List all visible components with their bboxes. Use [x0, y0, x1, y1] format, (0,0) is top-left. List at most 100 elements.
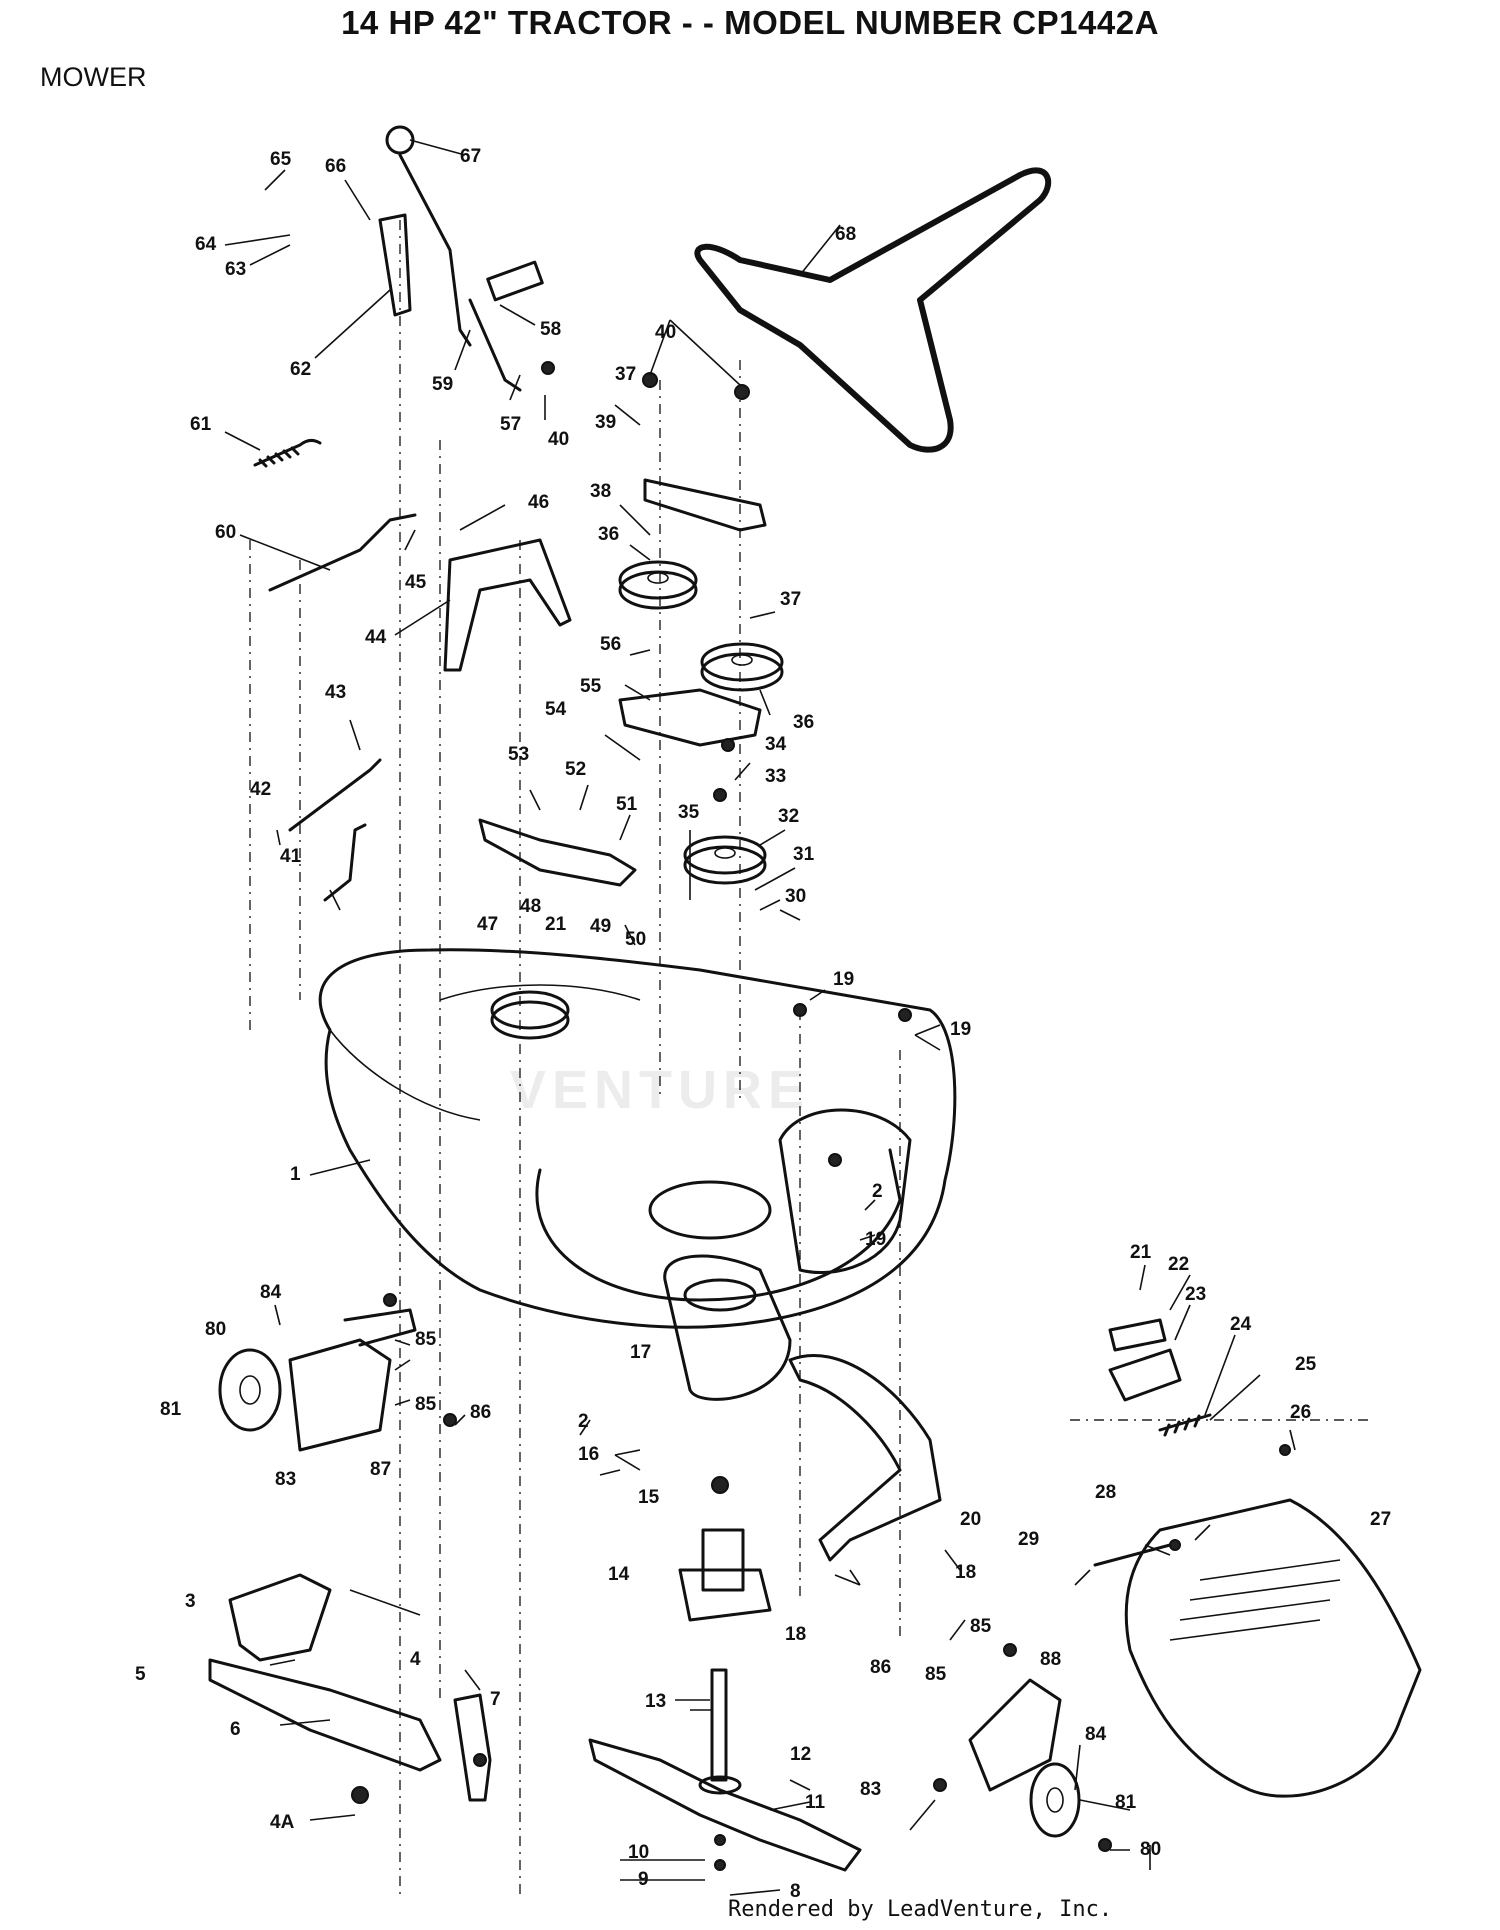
callout-52: 52	[565, 759, 586, 780]
callout-46: 46	[528, 492, 549, 513]
callout-27: 27	[1370, 1509, 1391, 1530]
callout-29: 29	[1018, 1529, 1039, 1550]
callout-81-right: 81	[1115, 1792, 1137, 1813]
callout-26: 26	[1290, 1402, 1311, 1423]
rod-43	[288, 758, 382, 832]
callout-84-right: 84	[1085, 1724, 1107, 1745]
callout-41: 41	[280, 846, 302, 867]
callout-45: 45	[405, 572, 427, 593]
callout-5: 5	[135, 1664, 146, 1685]
callout-36-upper: 36	[598, 524, 619, 545]
callout-3: 3	[185, 1591, 196, 1612]
callout-19-lower: 19	[865, 1229, 886, 1250]
callout-87: 87	[370, 1459, 391, 1480]
callout-66: 66	[325, 156, 346, 177]
callout-6: 6	[230, 1719, 241, 1740]
callout-59: 59	[432, 374, 453, 395]
callout-32: 32	[778, 806, 799, 827]
callout-85-right-mid: 85	[925, 1664, 947, 1685]
pulleys	[490, 560, 784, 1040]
callout-62: 62	[290, 359, 311, 380]
callout-35: 35	[678, 802, 700, 823]
callout-51: 51	[616, 794, 638, 815]
callout-7: 7	[490, 1689, 501, 1710]
callout-18-right: 18	[955, 1562, 976, 1583]
spring-61	[253, 438, 322, 468]
callout-58: 58	[540, 319, 561, 340]
callout-85-right-top: 85	[970, 1616, 992, 1637]
callout-16: 16	[578, 1444, 599, 1465]
render-credit: Rendered by LeadVenture, Inc.	[728, 1897, 1113, 1922]
leader-lines	[224, 139, 1296, 1896]
callout-80-left: 80	[205, 1319, 226, 1340]
callout-10: 10	[628, 1842, 649, 1863]
callout-19-upper: 19	[833, 969, 854, 990]
link-assembly	[208, 1573, 492, 1802]
page-title: 14 HP 42" TRACTOR - - MODEL NUMBER CP144…	[341, 4, 1159, 41]
callout-14: 14	[608, 1564, 630, 1585]
callout-22: 22	[1168, 1254, 1189, 1275]
callout-50: 50	[625, 929, 646, 950]
callout-48: 48	[520, 896, 541, 917]
callout-49: 49	[590, 916, 611, 937]
callout-23: 23	[1185, 1284, 1206, 1305]
callout-25: 25	[1295, 1354, 1317, 1375]
callout-31: 31	[793, 844, 815, 865]
idler-arm-55	[618, 688, 762, 747]
arm-53	[478, 818, 637, 887]
callout-88: 88	[1040, 1649, 1061, 1670]
callout-42: 42	[250, 779, 271, 800]
callout-60: 60	[215, 522, 236, 543]
callout-67: 67	[460, 146, 481, 167]
callout-2-lower: 2	[578, 1411, 589, 1432]
callout-11: 11	[805, 1792, 826, 1813]
callout-24: 24	[1230, 1314, 1252, 1335]
drive-belt	[694, 167, 1052, 453]
callout-43: 43	[325, 682, 346, 703]
callout-85-left-top: 85	[415, 1329, 437, 1350]
callout-37-mid: 37	[780, 589, 801, 610]
chute-bracket	[1108, 1318, 1212, 1437]
callout-21-chute: 21	[1130, 1242, 1152, 1263]
callout-20: 20	[960, 1509, 981, 1530]
callout-64: 64	[195, 234, 217, 255]
callout-57: 57	[500, 414, 521, 435]
callout-labels: 65 66 67 64 63 58 62 59 57 40 68 40 37 3…	[135, 146, 1391, 1902]
callout-44: 44	[365, 627, 387, 648]
gauge-wheel-right	[968, 1678, 1081, 1838]
callout-86-left: 86	[470, 1402, 491, 1423]
discharge-chute-27	[1124, 1498, 1422, 1798]
callout-15: 15	[638, 1487, 660, 1508]
callout-21-link: 21	[545, 914, 567, 935]
callout-18-lower: 18	[785, 1624, 806, 1645]
callout-37-top: 37	[615, 364, 636, 385]
watermark: VENTURE	[510, 1060, 810, 1120]
callout-84-left: 84	[260, 1282, 282, 1303]
callout-68: 68	[835, 224, 856, 245]
section-label: MOWER	[40, 62, 147, 92]
callout-30: 30	[785, 886, 806, 907]
belt-guard-44	[443, 538, 572, 672]
lift-rod-60	[268, 513, 417, 592]
blade-11	[588, 1738, 862, 1872]
callout-81-left: 81	[160, 1399, 182, 1420]
callout-17: 17	[630, 1342, 651, 1363]
callout-19-right: 19	[950, 1019, 971, 1040]
callout-86-right: 86	[870, 1657, 891, 1678]
idler-bracket-39	[643, 478, 767, 532]
gauge-wheel-left	[218, 1308, 417, 1452]
callout-38: 38	[590, 481, 611, 502]
callout-13: 13	[645, 1691, 666, 1712]
callout-83-left: 83	[275, 1469, 296, 1490]
callout-39: 39	[595, 412, 616, 433]
callout-36-lower: 36	[793, 712, 814, 733]
callout-4: 4	[410, 1649, 421, 1670]
callout-80-right: 80	[1140, 1839, 1161, 1860]
callout-33: 33	[765, 766, 786, 787]
callout-40-lever: 40	[548, 429, 569, 450]
callout-8: 8	[790, 1881, 801, 1902]
callout-9: 9	[638, 1869, 649, 1890]
mower-deck	[318, 948, 957, 1329]
callout-61: 61	[190, 414, 212, 435]
